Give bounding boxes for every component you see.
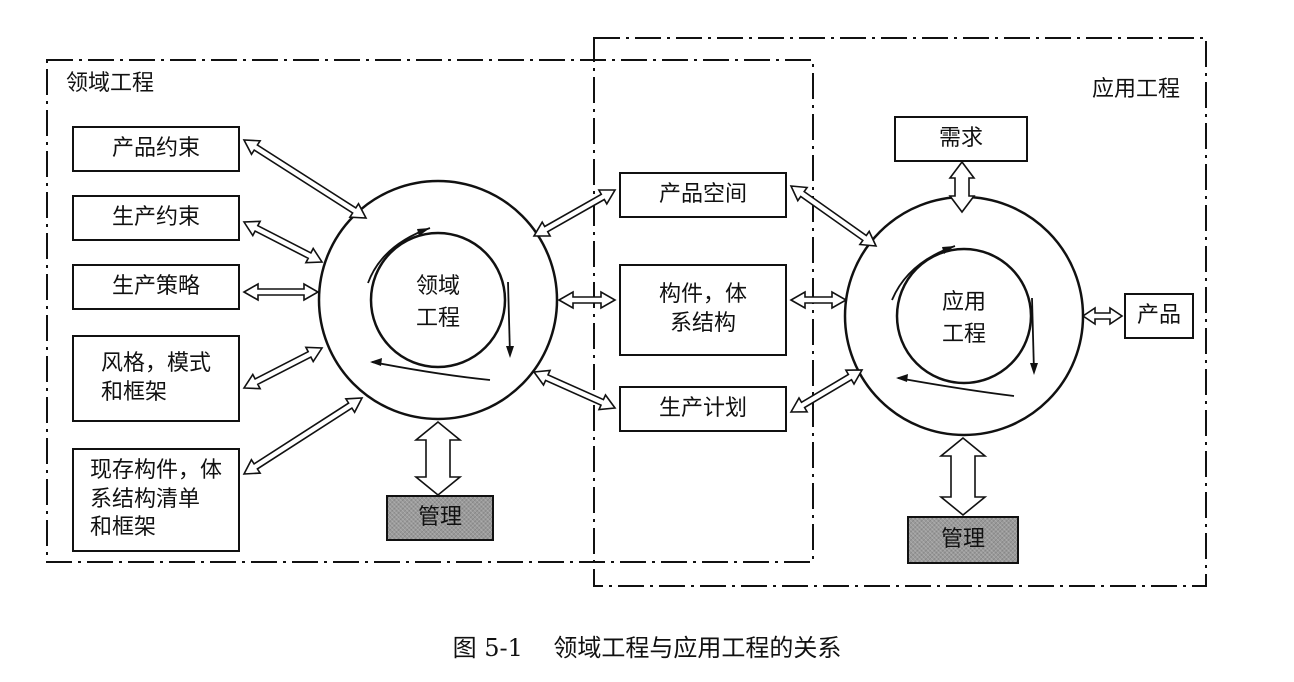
production-plan-box: 生产计划 xyxy=(619,386,787,432)
figure-caption: 图 5-1 领域工程与应用工程的关系 xyxy=(0,628,1294,663)
domain-management-box: 管理 xyxy=(386,495,494,541)
application-management-box: 管理 xyxy=(907,516,1019,564)
double-arrow-icon xyxy=(532,369,617,411)
double-arrow-icon xyxy=(242,282,320,302)
double-arrow-icon xyxy=(242,139,368,219)
product-space-box: 产品空间 xyxy=(619,172,787,218)
double-arrow-icon xyxy=(242,220,324,264)
production-constraints-box: 生产约束 xyxy=(72,195,240,241)
double-arrow-icon xyxy=(1081,306,1124,326)
figure-number: 图 5-1 xyxy=(452,634,523,662)
cycle-arrow-icon xyxy=(897,377,1015,397)
components-architecture-box: 构件，体 系结构 xyxy=(619,264,787,356)
application-engineering-label: 应用 工程 xyxy=(941,290,987,347)
double-arrow-icon xyxy=(557,290,617,310)
application-engineering-title: 应用工程 xyxy=(1092,77,1181,102)
domain-engineering-frame xyxy=(46,59,814,563)
production-strategy-box: 生产策略 xyxy=(72,264,240,310)
double-arrow-icon xyxy=(789,185,878,247)
domain-engineering-cycle xyxy=(317,179,559,421)
product-output-box: 产品 xyxy=(1124,293,1194,339)
domain-engineering-title: 领域工程 xyxy=(66,71,155,96)
product-constraints-box: 产品约束 xyxy=(72,126,240,172)
styles-patterns-frameworks-box: 风格，模式 和框架 xyxy=(72,335,240,422)
double-arrow-icon xyxy=(789,290,848,310)
existing-assets-inventory-box: 现存构件，体 系结构清单 和框架 xyxy=(72,448,240,552)
application-engineering-cycle xyxy=(843,195,1085,437)
double-arrow-icon xyxy=(532,189,617,237)
application-engineering-frame xyxy=(593,37,1207,587)
double-arrow-icon xyxy=(789,369,864,413)
domain-engineering-label: 领域 工程 xyxy=(415,274,461,331)
double-arrow-icon xyxy=(948,160,976,214)
requirements-box: 需求 xyxy=(894,116,1028,162)
double-arrow-icon xyxy=(242,397,364,475)
double-arrow-icon xyxy=(242,346,324,390)
cycle-arrow-icon xyxy=(507,281,511,356)
cycle-arrow-icon xyxy=(1031,297,1035,373)
figure-title: 领域工程与应用工程的关系 xyxy=(553,634,842,662)
cycle-arrow-icon xyxy=(371,361,491,381)
double-arrow-icon xyxy=(938,436,988,517)
double-arrow-icon xyxy=(413,420,463,497)
